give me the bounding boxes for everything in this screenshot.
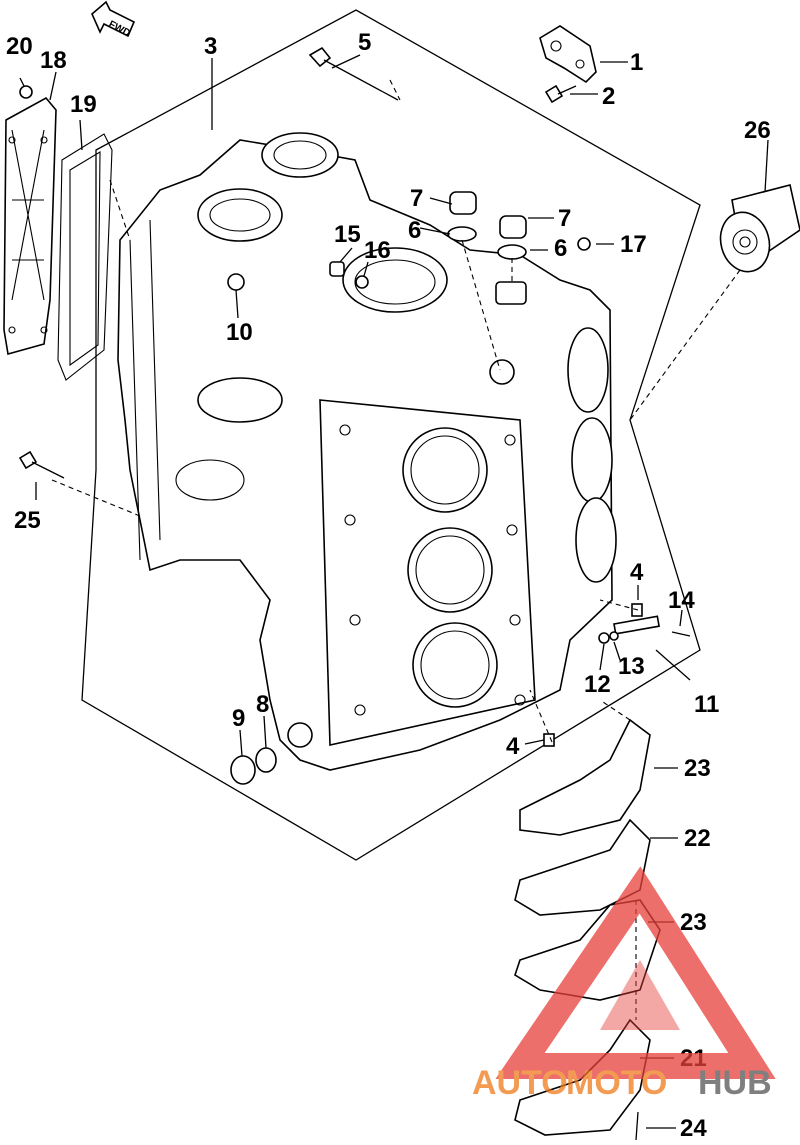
- gasket-23a: [519, 718, 651, 836]
- watermark-text-auto: AUTO: [472, 1064, 568, 1102]
- exhaust-cover-gasket: [57, 133, 113, 381]
- callout-1: 1: [630, 49, 643, 76]
- oil-filter: [719, 184, 800, 273]
- callout-7a: 7: [410, 185, 423, 212]
- callout-24: 24: [680, 1115, 707, 1142]
- callout-14: 14: [668, 587, 695, 614]
- o-ring-8: [255, 747, 277, 773]
- cylinder-block: [117, 132, 617, 771]
- watermark-logo: AUTO MOTO HUB: [472, 866, 776, 1102]
- watermark-text-moto: MOTO: [566, 1064, 667, 1102]
- guide-lines: [51, 79, 741, 1020]
- callout-4a: 4: [630, 559, 644, 586]
- screw-14: [671, 631, 691, 637]
- callout-17: 17: [620, 231, 647, 258]
- callout-13: 13: [618, 653, 645, 680]
- callout-5: 5: [358, 29, 371, 56]
- callout-8: 8: [256, 691, 269, 718]
- callout-11: 11: [694, 691, 719, 718]
- plug-17: [577, 237, 591, 251]
- plug-7a: [449, 191, 477, 215]
- callout-3: 3: [204, 33, 217, 60]
- bracket-1: [539, 25, 597, 84]
- callout-15: 15: [334, 221, 361, 248]
- callout-6b: 6: [554, 235, 567, 262]
- callout-25: 25: [14, 507, 41, 534]
- callout-22: 22: [684, 825, 711, 852]
- plug-7b: [499, 215, 527, 239]
- gasket-22: [514, 818, 651, 916]
- o-ring-6b: [497, 244, 527, 260]
- plug-9: [230, 755, 256, 785]
- spring-12: [598, 632, 610, 644]
- bolt-25: [18, 450, 65, 479]
- callout-23b: 23: [680, 909, 707, 936]
- callout-6a: 6: [408, 217, 421, 244]
- assembly-boundary: [81, 9, 701, 861]
- dowel-pin-4b: [543, 733, 555, 747]
- exhaust-cover: [3, 96, 57, 356]
- bolt-20: [19, 85, 33, 99]
- callout-9: 9: [232, 705, 245, 732]
- callout-4b: 4: [506, 733, 520, 760]
- watermark-text-hub: HUB: [698, 1064, 772, 1102]
- watermark-triangle-icon: [495, 866, 776, 1079]
- pin-11: [613, 615, 660, 635]
- o-ring-6a: [447, 226, 477, 242]
- ring-13: [609, 631, 619, 641]
- callout-20: 20: [6, 33, 33, 60]
- callout-19: 19: [70, 91, 97, 118]
- callout-10: 10: [226, 319, 253, 346]
- callout-18: 18: [40, 47, 67, 74]
- bolt-24: [635, 1111, 639, 1141]
- callout-12: 12: [584, 671, 611, 698]
- fwd-arrow-icon: FWD: [91, 0, 136, 39]
- callouts: 1 2 3 4 4 5 6 6 7 7 8 9 10 11 12 13 14 1…: [6, 29, 771, 1142]
- washer-16: [355, 275, 369, 289]
- callout-16: 16: [364, 237, 391, 264]
- bolt-5: [308, 46, 399, 101]
- bolt-2: [544, 84, 577, 104]
- callout-26: 26: [744, 117, 771, 144]
- plug-15: [329, 261, 345, 277]
- callout-23a: 23: [684, 755, 711, 782]
- callout-2: 2: [602, 83, 615, 110]
- callout-7b: 7: [558, 205, 571, 232]
